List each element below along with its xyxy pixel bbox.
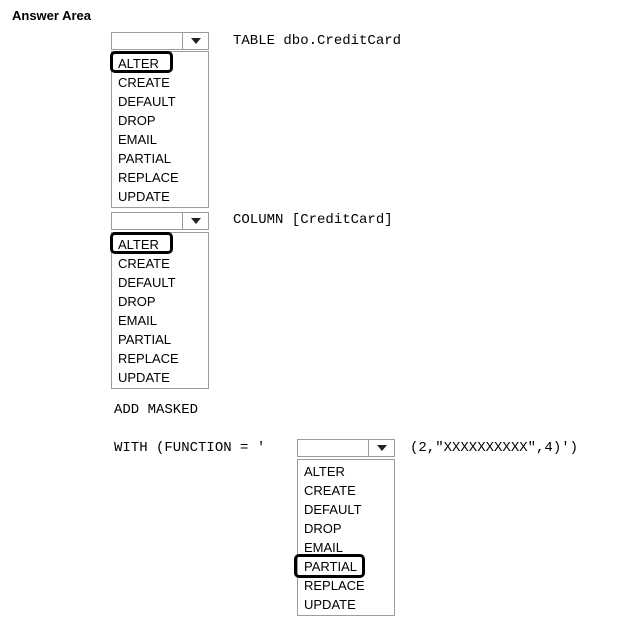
dropdown-3-option-update[interactable]: UPDATE: [304, 597, 356, 612]
dropdown-3-option-default[interactable]: DEFAULT: [304, 502, 362, 517]
chevron-down-icon[interactable]: [368, 440, 394, 456]
code-line-column: COLUMN [CreditCard]: [233, 212, 393, 228]
dropdown-2-option-default[interactable]: DEFAULT: [118, 275, 176, 290]
code-line-table: TABLE dbo.CreditCard: [233, 33, 402, 49]
dropdown-1-options: ALTER CREATE DEFAULT DROP EMAIL PARTIAL …: [111, 51, 209, 208]
dropdown-3[interactable]: [297, 439, 395, 457]
selection-highlight-2: [110, 232, 173, 254]
selection-highlight-3: [294, 554, 365, 578]
dropdown-3-option-partial[interactable]: PARTIAL: [304, 559, 357, 574]
dropdown-1-option-partial[interactable]: PARTIAL: [118, 151, 171, 166]
dropdown-2-options: ALTER CREATE DEFAULT DROP EMAIL PARTIAL …: [111, 232, 209, 389]
answer-area-title: Answer Area: [12, 8, 91, 23]
code-line-with-function: WITH (FUNCTION = ': [114, 440, 266, 456]
chevron-down-icon[interactable]: [182, 33, 208, 49]
dropdown-1-option-replace[interactable]: REPLACE: [118, 170, 179, 185]
selection-highlight-1: [110, 51, 173, 73]
dropdown-2-option-alter[interactable]: ALTER: [118, 237, 159, 252]
code-line-function-args: (2,"XXXXXXXXXX",4)'): [410, 440, 579, 456]
dropdown-2-option-drop[interactable]: DROP: [118, 294, 156, 309]
dropdown-3-options: ALTER CREATE DEFAULT DROP EMAIL PARTIAL …: [297, 459, 395, 616]
dropdown-3-option-email[interactable]: EMAIL: [304, 540, 344, 555]
dropdown-1-option-default[interactable]: DEFAULT: [118, 94, 176, 109]
dropdown-2-option-email[interactable]: EMAIL: [118, 313, 158, 328]
dropdown-2-option-partial[interactable]: PARTIAL: [118, 332, 171, 347]
dropdown-3-option-alter[interactable]: ALTER: [304, 464, 345, 479]
dropdown-3-option-create[interactable]: CREATE: [304, 483, 356, 498]
dropdown-1-option-drop[interactable]: DROP: [118, 113, 156, 128]
dropdown-2-option-create[interactable]: CREATE: [118, 256, 170, 271]
dropdown-1[interactable]: [111, 32, 209, 50]
dropdown-1-option-email[interactable]: EMAIL: [118, 132, 158, 147]
chevron-down-icon[interactable]: [182, 213, 208, 229]
dropdown-2[interactable]: [111, 212, 209, 230]
dropdown-3-option-replace[interactable]: REPLACE: [304, 578, 365, 593]
dropdown-1-option-update[interactable]: UPDATE: [118, 189, 170, 204]
code-line-add-masked: ADD MASKED: [114, 402, 199, 418]
dropdown-2-option-update[interactable]: UPDATE: [118, 370, 170, 385]
dropdown-3-option-drop[interactable]: DROP: [304, 521, 342, 536]
dropdown-2-option-replace[interactable]: REPLACE: [118, 351, 179, 366]
dropdown-1-option-alter[interactable]: ALTER: [118, 56, 159, 71]
dropdown-1-option-create[interactable]: CREATE: [118, 75, 170, 90]
